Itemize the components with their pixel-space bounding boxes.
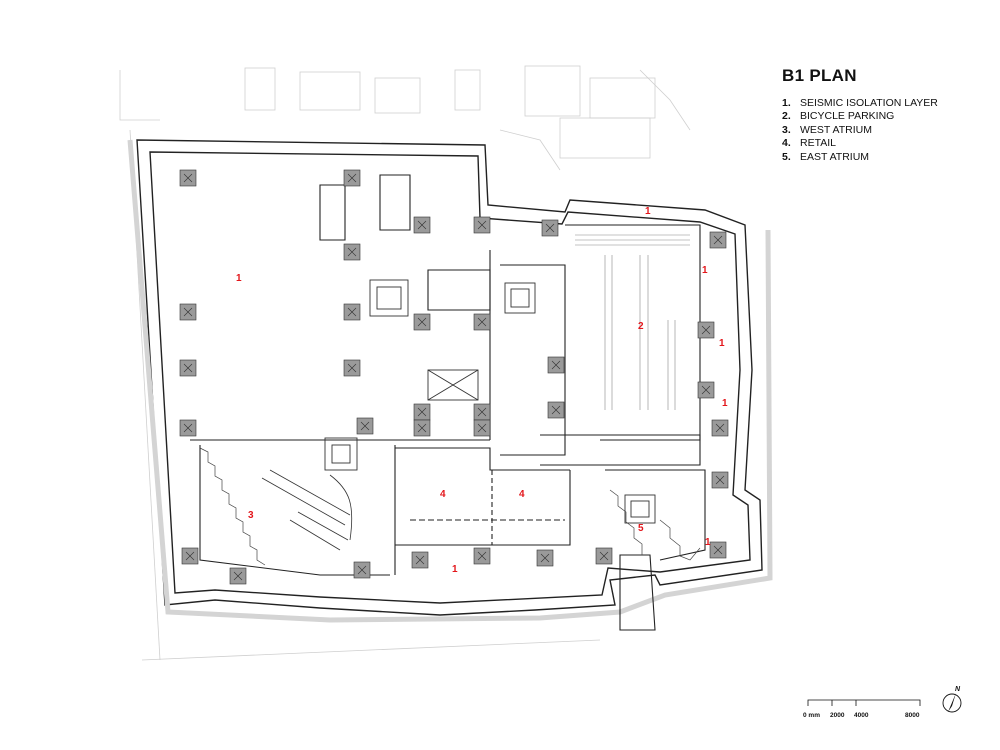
vertical-cores [324, 279, 656, 524]
column-cross [360, 421, 370, 431]
column-cross [540, 553, 550, 563]
room-label-seismic-3: 1 [702, 265, 708, 276]
column-cross [715, 475, 725, 485]
room-label-seismic-2: 1 [645, 206, 651, 217]
column-cross [715, 423, 725, 433]
column-cross [347, 247, 357, 257]
column-cross [477, 423, 487, 433]
north-arrow-label: N [955, 686, 961, 693]
column-cross [347, 363, 357, 373]
room-label-seismic-5: 1 [722, 398, 728, 409]
interior-walls [190, 174, 706, 631]
room-label-east-atrium: 5 [638, 523, 644, 534]
legend-item: 3.WEST ATRIUM [782, 123, 872, 136]
column-cross [713, 545, 723, 555]
column-cross [357, 565, 367, 575]
scale-tick-2000: 2000 [830, 712, 845, 719]
column-cross [183, 307, 193, 317]
column-cross [417, 423, 427, 433]
column-cross [599, 551, 609, 561]
column-cross [417, 407, 427, 417]
scale-tick-4000: 4000 [854, 712, 869, 719]
column-cross [477, 551, 487, 561]
legend-item: 5.EAST ATRIUM [782, 150, 870, 163]
legend: 1.SEISMIC ISOLATION LAYER 2.BICYCLE PARK… [782, 97, 938, 164]
column-cross [183, 173, 193, 183]
column-cross [417, 317, 427, 327]
escalators [261, 469, 353, 551]
column-cross [417, 220, 427, 230]
column-cross [551, 405, 561, 415]
column-cross [477, 220, 487, 230]
legend-item: 2.BICYCLE PARKING [782, 110, 895, 123]
scale-tick-8000: 8000 [905, 712, 920, 719]
column-cross [185, 551, 195, 561]
bicycle-racks [575, 234, 690, 410]
legend-item: 4.RETAIL [782, 137, 836, 150]
column-cross [233, 571, 243, 581]
room-label-seismic-1: 1 [236, 273, 242, 284]
column-cross [701, 385, 711, 395]
column-cross [713, 235, 723, 245]
room-label-west-atrium: 3 [248, 510, 254, 521]
column-cross [347, 173, 357, 183]
legend-item: 1.SEISMIC ISOLATION LAYER [782, 97, 938, 109]
column-cross [183, 423, 193, 433]
column-cross [347, 307, 357, 317]
column-cross [477, 317, 487, 327]
plan-title: B1 PLAN [782, 66, 857, 85]
stairs [199, 447, 701, 566]
column-cross [551, 360, 561, 370]
room-label-bicycle-parking: 2 [638, 321, 644, 332]
column-cross [183, 363, 193, 373]
room-label-seismic-6: 1 [705, 537, 711, 548]
north-arrow-icon: N [942, 686, 962, 713]
room-label-retail-2: 4 [519, 489, 525, 500]
column-cross [415, 555, 425, 565]
structural-columns [179, 169, 729, 585]
room-label-seismic-7: 1 [452, 564, 458, 575]
room-label-retail-1: 4 [440, 489, 446, 500]
room-labels: 1 1 1 1 1 1 1 2 3 4 4 5 [236, 206, 728, 575]
shell-grey-band [127, 139, 773, 623]
column-cross [477, 407, 487, 417]
column-cross [701, 325, 711, 335]
building-shell [136, 139, 763, 616]
scale-tick-0: 0 mm [803, 712, 820, 719]
scale-bar: 0 mm 2000 4000 8000 [803, 699, 921, 719]
column-cross [545, 223, 555, 233]
room-label-seismic-4: 1 [719, 338, 725, 349]
